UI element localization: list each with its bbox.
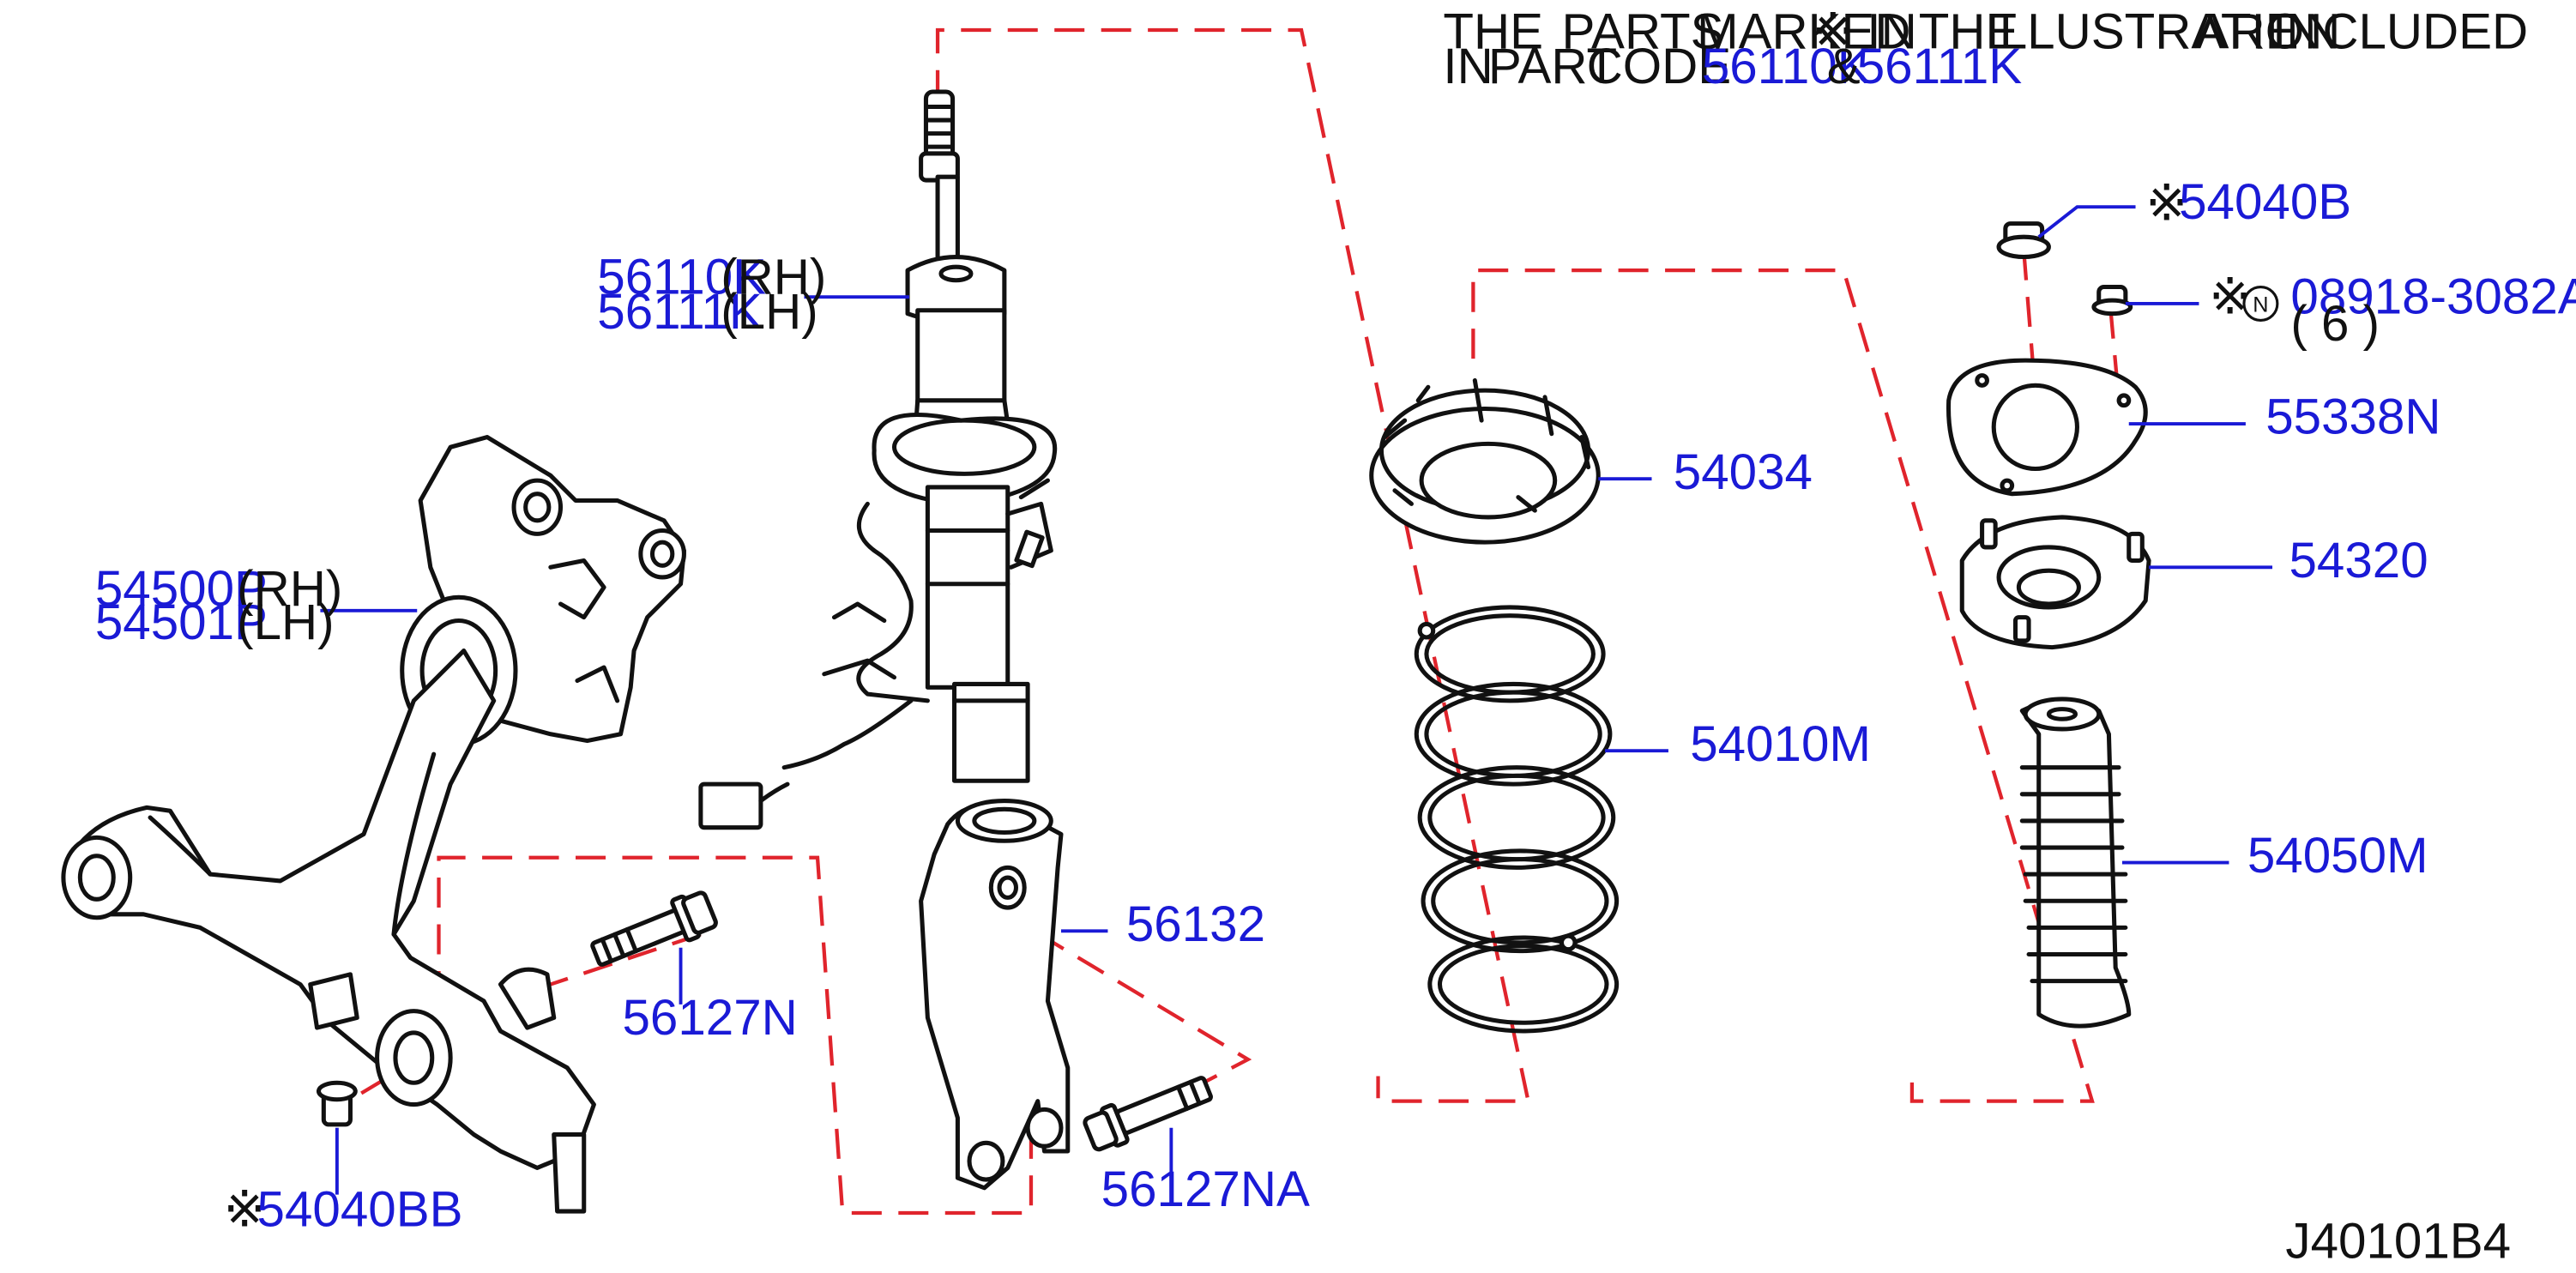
strut-assembly-drawing	[698, 89, 1058, 830]
callout-side-label: (LH)	[237, 594, 334, 650]
note-word: INCLUDED	[2272, 3, 2528, 59]
leader-lines	[320, 205, 2273, 1195]
callout-flange-nut[interactable]: 08918-3082A	[2290, 269, 2576, 325]
bolts-drawing	[590, 890, 1213, 1152]
note-ampersand: &	[1827, 39, 1861, 94]
top-mount-drawing	[1946, 221, 2151, 1029]
note-word: IN	[1443, 39, 1493, 94]
note-part-code-link[interactable]: 56111K	[1857, 39, 2023, 94]
knuckle-fork-guide	[437, 855, 1034, 1216]
note-word: THE	[1919, 3, 2019, 59]
strut-fork-drawing	[919, 799, 1071, 1191]
header-note: THE PARTS MARKED ※ IN THE ILLUSTRATION A…	[1443, 3, 2528, 94]
callout-strut-lh[interactable]: 56111K	[597, 284, 763, 340]
note-word: CODE	[1587, 39, 1732, 94]
callout-quantity: ( 6 )	[2290, 296, 2380, 352]
spring-drawing	[1369, 377, 1620, 1034]
note-word: PART	[1488, 39, 1617, 94]
callout-fork[interactable]: 56132	[1126, 896, 1265, 952]
seat-to-bumper-guide	[1471, 268, 2095, 1103]
callout-coil-spring[interactable]: 54010M	[1690, 716, 1871, 772]
note-part-code-link[interactable]: 56110K	[1702, 39, 1871, 94]
note-word: MARKED	[1697, 3, 1911, 59]
callout-side-label: (RH)	[721, 249, 826, 305]
diagram-id: J40101B4	[2285, 1213, 2511, 1269]
note-word: PARTS	[1561, 3, 1723, 59]
note-word: IN	[1867, 3, 1916, 59]
callout-top-nut[interactable]: 54040B	[2179, 174, 2351, 230]
callout-spring-seat[interactable]: 54034	[1674, 444, 1813, 500]
standard-part-n-letter: N	[2253, 293, 2268, 317]
callout-mount-insulator[interactable]: 54320	[2289, 533, 2428, 588]
reference-mark-symbol: ※	[2145, 176, 2187, 232]
callout-strut-rh[interactable]: 56110K	[597, 249, 766, 305]
knuckle-arm-drawing	[61, 435, 686, 1214]
callout-labels: 56110K (RH) 56111K (LH) 54500P (RH) 5450…	[95, 174, 2576, 1238]
callout-fork-bolt[interactable]: 56127N	[622, 990, 797, 1046]
callout-mount-plate[interactable]: 55338N	[2265, 389, 2440, 445]
note-word: ILLUSTRATION	[1985, 3, 2340, 59]
callout-lower-bolt[interactable]: 56127NA	[1101, 1161, 1310, 1217]
note-word: ARE	[2196, 3, 2299, 59]
callout-side-label: (LH)	[721, 284, 817, 340]
callout-knuckle-rh[interactable]: 54500P	[95, 561, 268, 617]
callout-arm-nut[interactable]: 54040BB	[257, 1182, 463, 1238]
callout-knuckle-lh[interactable]: 54501P	[95, 594, 268, 650]
standard-part-n-icon	[2242, 285, 2279, 322]
reference-mark-symbol: ※	[2209, 269, 2251, 325]
reference-mark-symbol: ※	[224, 1182, 266, 1238]
strut-to-spring-guide	[935, 27, 1531, 1103]
flange-nut-guide	[2108, 308, 2121, 401]
callout-bound-bumper[interactable]: 54050M	[2247, 828, 2428, 884]
note-word: THE	[1443, 3, 1543, 59]
fork-bolt-guide	[550, 932, 702, 986]
reference-mark-symbol: ※	[1812, 3, 1854, 59]
callout-side-label: (RH)	[237, 561, 342, 617]
